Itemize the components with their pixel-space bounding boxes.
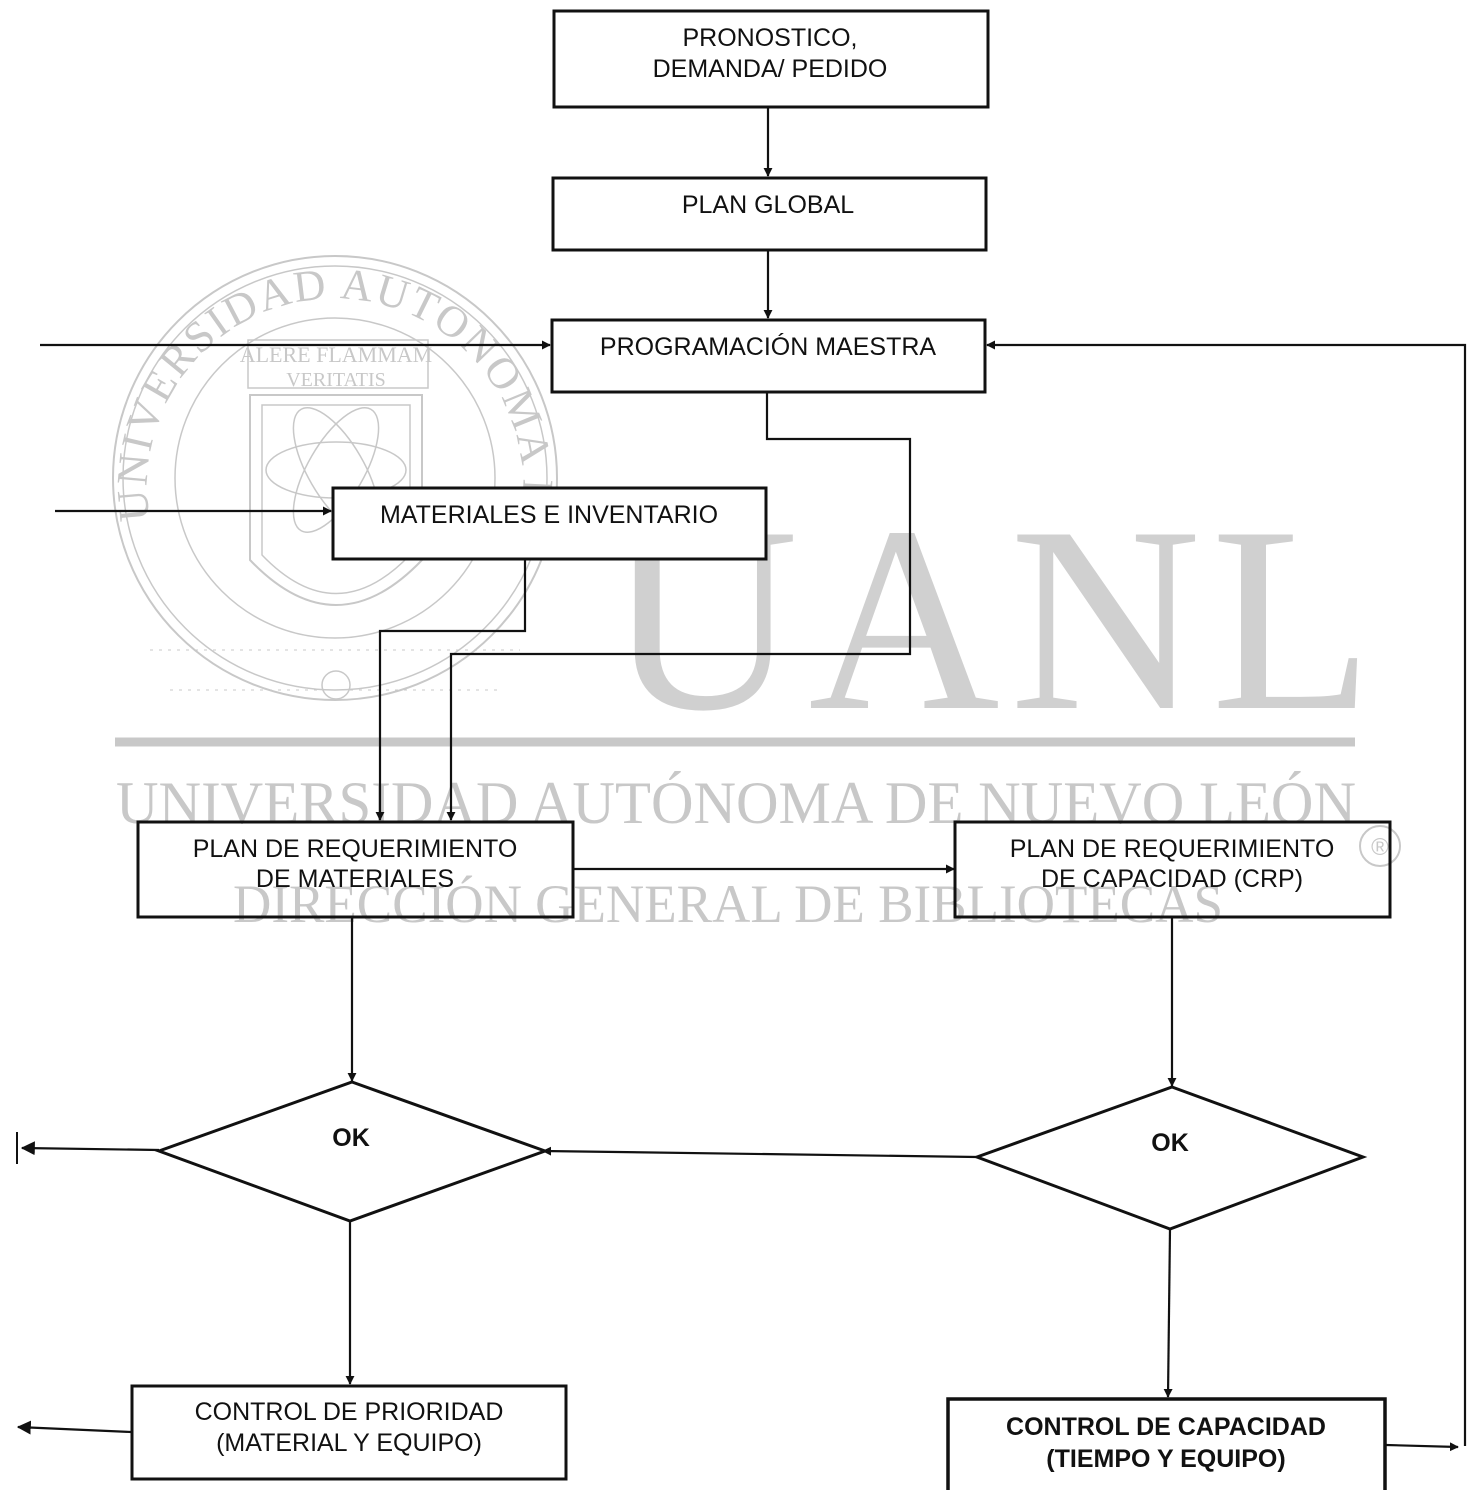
decision-ok-left: OK [154, 1080, 550, 1223]
node-control-capacidad: CONTROL DE CAPACIDAD (TIEMPO Y EQUIPO) [946, 1397, 1387, 1490]
watermark-university-name: UNIVERSIDAD AUTÓNOMA DE NUEVO LEÓN [116, 770, 1356, 836]
decision-ok-left-label: OK [332, 1124, 370, 1152]
node-mrp: PLAN DE REQUERIMIENTO DE MATERIALES [136, 820, 575, 919]
node-materiales-label: MATERIALES E INVENTARIO [380, 501, 718, 529]
node-crp: PLAN DE REQUERIMIENTO DE CAPACIDAD (CRP) [953, 820, 1392, 919]
watermark-library-line: DIRECCIÓN GENERAL DE BIBLIOTECAS [233, 874, 1223, 934]
node-control-capacidad-line1: CONTROL DE CAPACIDAD [1006, 1413, 1326, 1441]
arrow-control-prioridad-exit [16, 1420, 132, 1435]
node-materiales-inventario: MATERIALES E INVENTARIO [331, 486, 768, 561]
arrow-control-capacidad-feedback [1385, 1442, 1459, 1452]
connectors [16, 107, 1467, 1452]
connector-materiales-to-mrp [375, 559, 527, 821]
node-control-prioridad-line1: CONTROL DE PRIORIDAD [195, 1398, 504, 1426]
registered-mark: ® [1371, 834, 1389, 861]
decision-ok-right: OK [972, 1085, 1368, 1231]
node-control-prioridad-line2: (MATERIAL Y EQUIPO) [216, 1429, 482, 1457]
node-crp-line2: DE CAPACIDAD (CRP) [1041, 865, 1303, 893]
node-programacion-label: PROGRAMACIÓN MAESTRA [600, 332, 936, 361]
feedback-control-capacidad-to-programacion [986, 340, 1467, 1446]
node-programacion-maestra: PROGRAMACIÓN MAESTRA [550, 318, 987, 394]
node-pronostico-line1: PRONOSTICO, [682, 24, 857, 52]
node-pronostico: PRONOSTICO, DEMANDA/ PEDIDO [552, 9, 990, 109]
connector-programacion-to-mrp [446, 392, 912, 821]
seal-motto-2: VERITATIS [286, 369, 386, 391]
node-crp-line1: PLAN DE REQUERIMIENTO [1010, 835, 1335, 863]
node-mrp-line1: PLAN DE REQUERIMIENTO [193, 835, 518, 863]
node-mrp-line2: DE MATERIALES [256, 865, 454, 893]
arrow-ok-right-to-ok-left [542, 1146, 978, 1159]
node-plan-global-label: PLAN GLOBAL [682, 191, 854, 219]
decision-ok-right-label: OK [1151, 1129, 1189, 1157]
seal-motto-1: ALERE FLAMMAM [240, 342, 433, 367]
university-seal: UNIVERSIDAD AUTONOMA DE NUEVO LEON ALERE… [0, 0, 561, 701]
node-control-prioridad: CONTROL DE PRIORIDAD (MATERIAL Y EQUIPO) [130, 1384, 568, 1481]
node-control-capacidad-line2: (TIEMPO Y EQUIPO) [1046, 1445, 1285, 1473]
watermark: UNIVERSIDAD AUTONOMA DE NUEVO LEON ALERE… [0, 0, 1401, 934]
arrow-ok-right-to-control-capacidad [1163, 1228, 1173, 1398]
arrow-ok-left-exit [20, 1141, 160, 1156]
node-pronostico-line2: DEMANDA/ PEDIDO [653, 55, 888, 83]
node-plan-global: PLAN GLOBAL [551, 176, 988, 252]
